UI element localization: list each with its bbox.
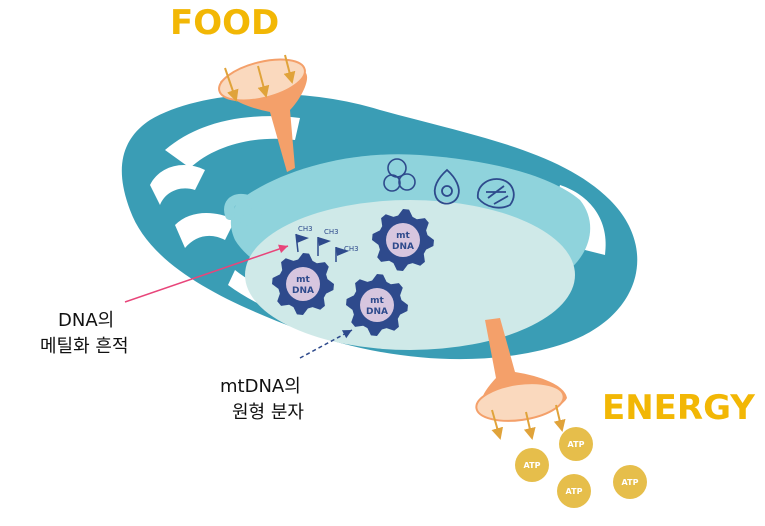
atp-molecule: ATP [557,474,591,508]
circular-annotation-line1: mtDNA의 [220,376,301,397]
methylation-annotation-line1: DNA의 [58,310,114,331]
methylation-pointer [124,244,289,303]
atp-label: ATP [622,478,639,487]
circular-annotation-line2: 원형 분자 [232,402,304,423]
gear-label-mt: mt [296,275,310,285]
gear-label-mt: mt [370,296,384,306]
mtdna-gear: mt DNA [272,253,334,315]
atp-label: ATP [524,461,541,470]
energy-label: ENERGY [602,388,755,428]
methyl-flag-icon: CH3 [317,228,339,256]
atp-molecule: ATP [613,465,647,499]
methyl-label: CH3 [298,225,313,233]
food-label: FOOD [170,3,279,43]
gear-label-dna: DNA [392,242,414,252]
grains-icon [383,158,416,192]
atp-label: ATP [568,440,585,449]
methyl-tags: CH3 CH3 CH3 [295,225,359,262]
circular-pointer [299,329,353,359]
atp-molecule: ATP [515,448,549,482]
matrix [245,200,575,350]
atp-label: ATP [566,487,583,496]
gear-label-dna: DNA [366,307,388,317]
salmon-steak-icon [477,178,515,209]
mtdna-gear: mt DNA [372,209,434,271]
methyl-label: CH3 [344,245,359,253]
avocado-icon [433,168,460,205]
gear-label-mt: mt [396,231,410,241]
membrane-curl [224,193,262,226]
methylation-annotation-line2: 메틸화 흔적 [40,336,129,357]
energy-funnel [475,318,567,422]
gear-label-dna: DNA [292,286,314,296]
methyl-flag-icon: CH3 [295,225,313,253]
mtdna-gear: mt DNA [346,274,408,336]
atp-molecule: ATP [559,427,593,461]
food-arrows [224,54,296,102]
methyl-label: CH3 [324,228,339,236]
energy-arrows [491,404,566,440]
methyl-flag-icon: CH3 [335,245,359,262]
